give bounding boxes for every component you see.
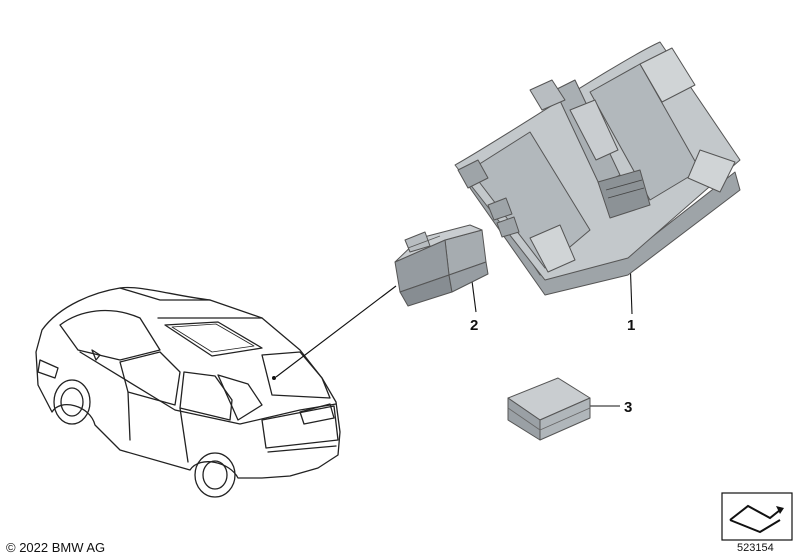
- callout-1: 1: [627, 317, 635, 334]
- callout-3: 3: [624, 399, 632, 416]
- location-marker: [272, 376, 276, 380]
- small-part-icon: [507, 377, 591, 441]
- vehicle-outline-icon: [35, 286, 341, 498]
- control-unit-icon: [454, 41, 741, 296]
- copyright-text: © 2022 BMW AG: [6, 540, 106, 555]
- antenna-module-icon: [394, 224, 489, 307]
- document-number: 523154: [737, 542, 774, 554]
- callout-2: 2: [470, 317, 478, 334]
- catalog-symbol-icon: [721, 492, 793, 541]
